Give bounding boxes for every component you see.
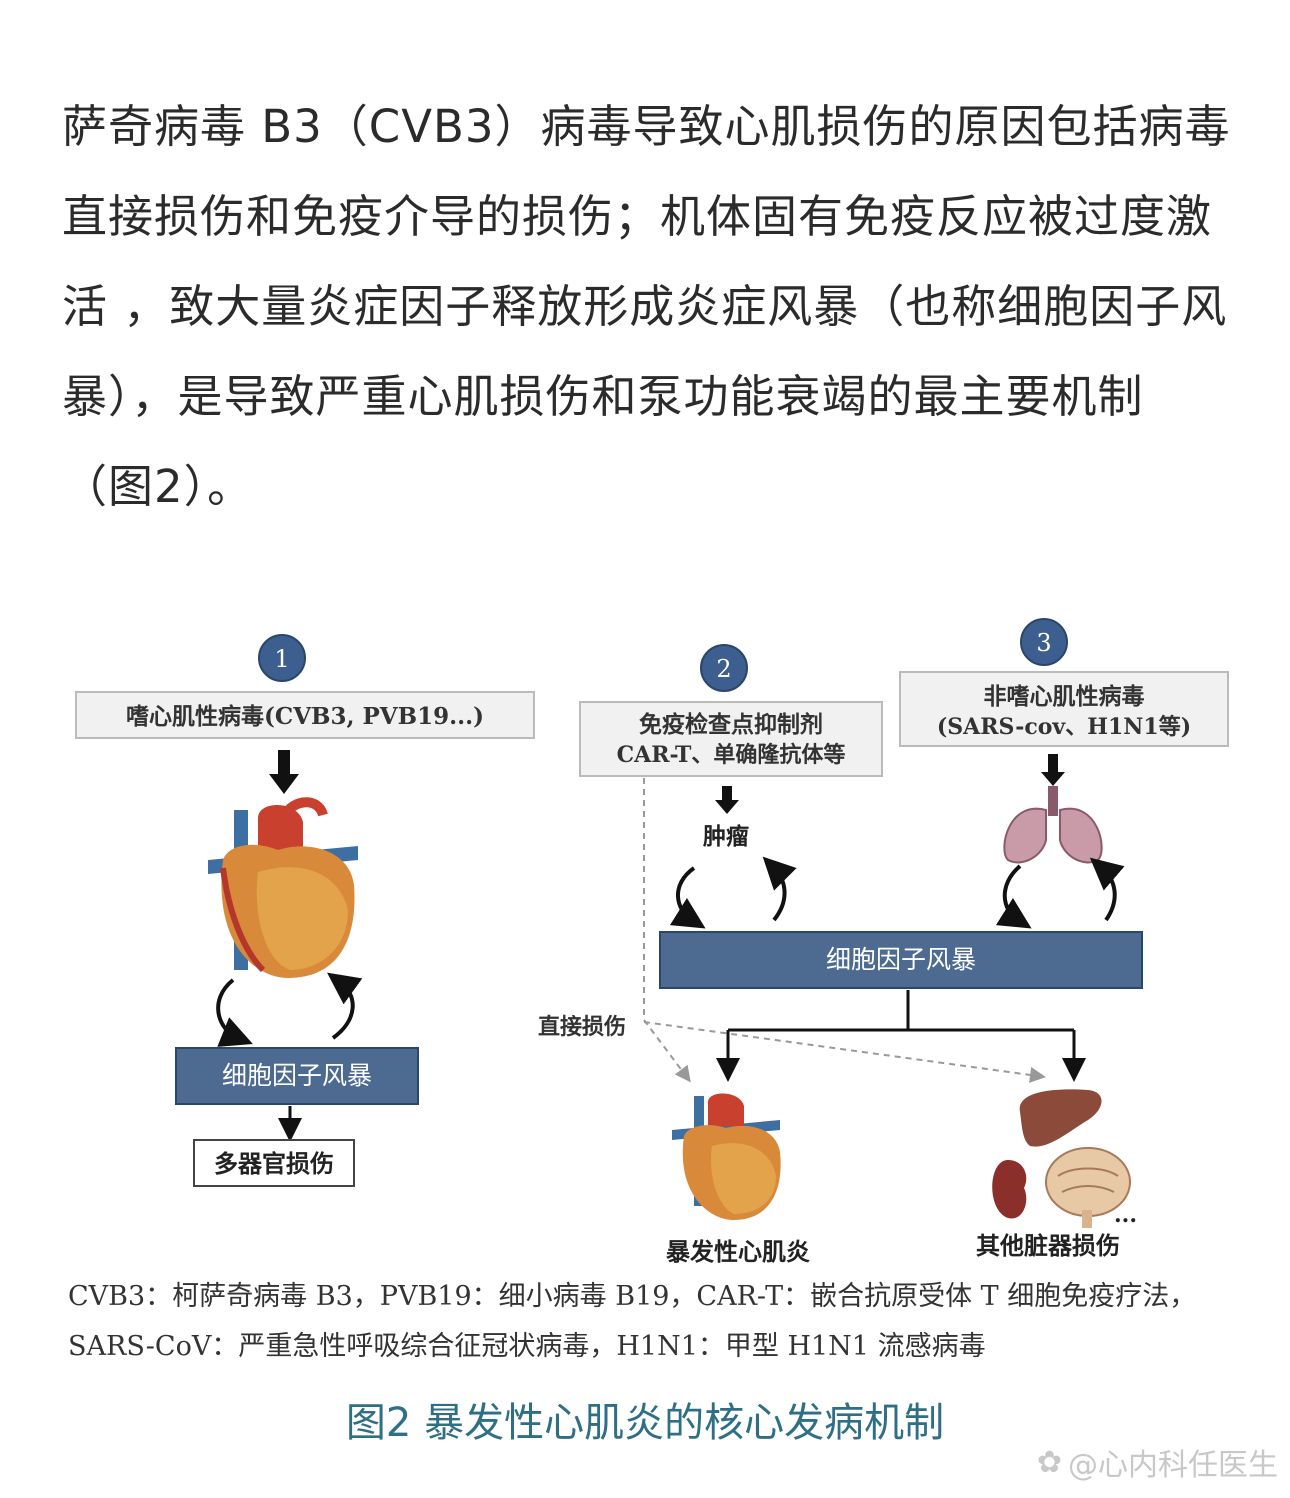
- watermark: ✿ @心内科任医生: [1037, 1440, 1278, 1484]
- path3-source-line1: 非嗜心肌性病毒: [984, 683, 1145, 710]
- heart-illustration-2: [672, 1093, 781, 1220]
- watermark-text: @心内科任医生: [1068, 1448, 1278, 1483]
- path1-number: 1: [274, 645, 289, 673]
- path3-cycle-arrow-right: [1089, 857, 1125, 922]
- path1-number-badge: 1: [258, 634, 306, 682]
- direct-damage-label: 直接损伤: [538, 1014, 626, 1040]
- path1-source-box: [75, 691, 535, 739]
- legend-line-1: CVB3：柯萨奇病毒 B3，PVB19：细小病毒 B19，CAR-T：嵌合抗原受…: [68, 1281, 1197, 1312]
- path3-source-line2: (SARS-cov、H1N1等): [937, 714, 1191, 740]
- path1-outcome-box: [193, 1139, 355, 1187]
- path3-cycle-arrow-left: [995, 864, 1032, 929]
- path2-cycle-arrow-right: [762, 856, 797, 922]
- path3-number: 3: [1036, 629, 1051, 657]
- path1-storm-box: [175, 1047, 419, 1105]
- path2-cycle-arrow-left: [669, 866, 706, 929]
- figure-legend: CVB3：柯萨奇病毒 B3，PVB19：细小病毒 B19，CAR-T：嵌合抗原受…: [68, 1272, 1238, 1372]
- outcome-myocarditis-label: 暴发性心肌炎: [666, 1237, 810, 1266]
- path2-source-box: [579, 701, 883, 777]
- path1-storm-label: 细胞因子风暴: [222, 1061, 372, 1090]
- outcome-organs-label: 其他脏器损伤: [976, 1231, 1120, 1260]
- organ-ellipsis: ...: [1114, 1202, 1137, 1228]
- path1-cycle-arrow-left: [216, 978, 253, 1047]
- shared-storm-label: 细胞因子风暴: [826, 945, 976, 974]
- path2-number: 2: [716, 655, 731, 683]
- path3-source-box: [899, 671, 1229, 747]
- path2-number-badge: 2: [700, 644, 748, 692]
- path1-source-label: 嗜心肌性病毒(CVB3, PVB19...): [126, 703, 484, 730]
- lungs-illustration: [1003, 786, 1103, 864]
- mechanism-figure: 1 嗜心肌性病毒(CVB3, PVB19...) 细胞因子风暴 多器官损伤: [58, 610, 1230, 1278]
- path1-down-arrow: [269, 750, 299, 794]
- flower-logo-icon: ✿: [1036, 1444, 1062, 1480]
- legend-line-2: SARS-CoV：严重急性呼吸综合征冠状病毒，H1N1：甲型 H1N1 流感病毒: [68, 1331, 986, 1362]
- path3-number-badge: 3: [1020, 618, 1068, 666]
- path2-source-line2: CAR-T、单确隆抗体等: [617, 742, 846, 768]
- path3-down-arrow: [1041, 754, 1065, 786]
- path2-source-line1: 免疫检查点抑制剂: [639, 711, 823, 738]
- intro-paragraph: 萨奇病毒 B3（CVB3）病毒导致心肌损伤的原因包括病毒直接损伤和免疫介导的损伤…: [62, 100, 1231, 513]
- organs-illustration: [992, 1089, 1131, 1228]
- path2-target-label: 肿瘤: [703, 823, 749, 850]
- path2-down-arrow: [715, 786, 739, 814]
- shared-storm-box: [659, 931, 1143, 989]
- figure-caption: 图2 暴发性心肌炎的核心发病机制: [345, 1400, 945, 1446]
- heart-illustration-1: [208, 797, 358, 978]
- mechanism-diagram: 1 嗜心肌性病毒(CVB3, PVB19...) 细胞因子风暴 多器官损伤: [75, 618, 1229, 1266]
- path1-cycle-arrow-right: [327, 972, 363, 1040]
- path1-outcome-label: 多器官损伤: [214, 1149, 334, 1178]
